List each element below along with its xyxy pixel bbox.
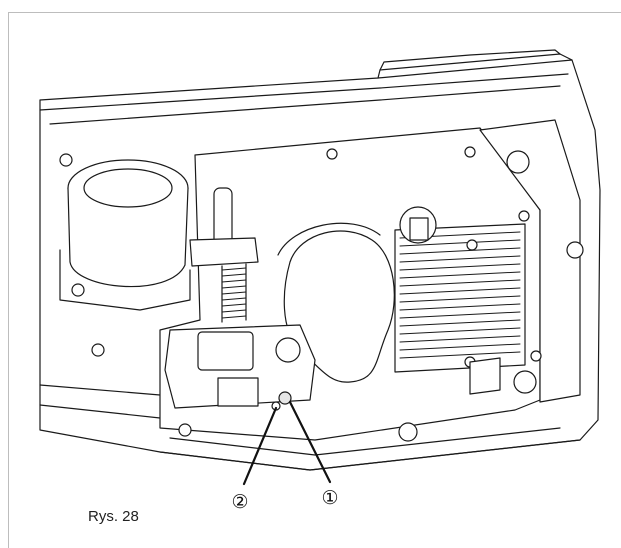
- spring-guide: [221, 263, 247, 323]
- screw-mid-1: [466, 239, 478, 251]
- heatsink-fins: [399, 231, 521, 359]
- bottom-rail: [159, 439, 581, 471]
- lower-slider: [217, 377, 259, 407]
- lower-block-front: [197, 331, 254, 371]
- motor-mount: [59, 249, 191, 311]
- top-rail: [39, 73, 569, 111]
- round-cover-rim: [277, 222, 381, 256]
- screw-top-1: [326, 148, 338, 160]
- top-rail-inner: [49, 85, 561, 125]
- lower-block-boss: [275, 337, 301, 363]
- screw-bottom-3: [398, 422, 418, 442]
- screw-right-1: [518, 210, 530, 222]
- bottom-rail2: [169, 427, 561, 456]
- motor-body: [67, 187, 189, 288]
- frame-left-border: [8, 12, 9, 548]
- frame-top-border: [8, 12, 621, 13]
- right-bracket: [377, 53, 573, 79]
- shaft-cap: [213, 187, 233, 247]
- connector-plug: [409, 217, 429, 241]
- leader-line-1: [288, 400, 332, 484]
- screw-bottom-2: [530, 350, 542, 362]
- screw-left-2: [71, 283, 85, 297]
- shaft-block: [189, 237, 259, 267]
- figure-caption: Rys. 28: [88, 508, 139, 525]
- screw-left-1: [59, 153, 73, 167]
- adjust-screw-1: [278, 391, 292, 405]
- callout-label-2: ②: [231, 491, 248, 513]
- callout-label-1: ①: [321, 487, 338, 509]
- right-bracket-step: [379, 49, 561, 71]
- spring: [221, 267, 247, 319]
- left-rail-lower2: [39, 404, 161, 419]
- screw-left-3: [91, 343, 105, 357]
- bottom-right-bracket: [469, 357, 501, 395]
- screw-top-2: [464, 146, 476, 158]
- left-rail-lower: [39, 384, 161, 396]
- motor-top-inner: [83, 168, 173, 208]
- cover-hole-bottom: [513, 370, 537, 394]
- leader-line-2: [242, 406, 278, 486]
- cover-hole-top: [506, 150, 530, 174]
- cover-hole-mid: [566, 241, 584, 259]
- right-cover: [479, 119, 581, 403]
- screw-bottom-4: [178, 423, 192, 437]
- heatsink-frame: [394, 223, 526, 373]
